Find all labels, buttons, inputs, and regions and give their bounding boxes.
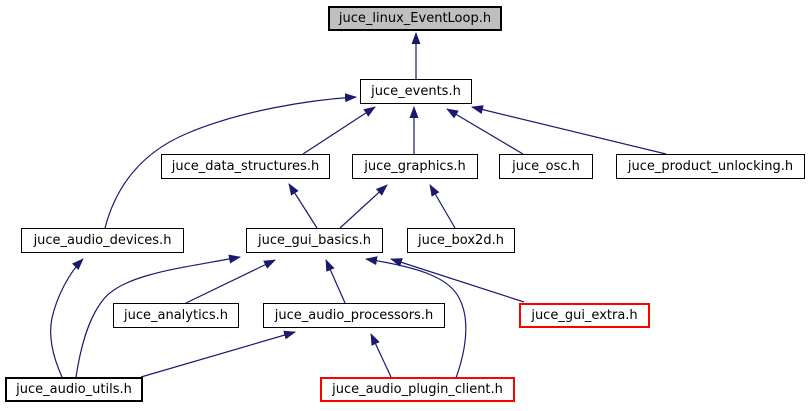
edge-juce_osc-to-juce_events (446, 108, 524, 155)
node-juce-box2d[interactable]: juce_box2d.h (407, 228, 515, 253)
edge-juce_audio_plugin_client-to-juce_audio_processors (370, 333, 392, 378)
edge-juce_analytics-to-juce_gui_basics (185, 259, 276, 304)
node-juce-audio-processors[interactable]: juce_audio_processors.h (263, 303, 445, 328)
node-juce-gui-extra[interactable]: juce_gui_extra.h (519, 303, 650, 328)
node-juce-linux-eventloop: juce_linux_EventLoop.h (328, 6, 502, 31)
node-juce-graphics[interactable]: juce_graphics.h (352, 154, 478, 179)
node-juce-audio-plugin-client[interactable]: juce_audio_plugin_client.h (320, 377, 515, 402)
node-juce-data-structures[interactable]: juce_data_structures.h (161, 154, 330, 179)
edge-juce_audio_devices-to-juce_events (104, 93, 357, 229)
node-juce-analytics[interactable]: juce_analytics.h (113, 303, 239, 328)
node-juce-osc[interactable]: juce_osc.h (499, 154, 593, 179)
node-juce-events[interactable]: juce_events.h (360, 79, 472, 104)
node-juce-gui-basics[interactable]: juce_gui_basics.h (246, 228, 383, 253)
edge-juce_gui_basics-to-juce_data_structures (288, 183, 318, 229)
node-juce-audio-devices[interactable]: juce_audio_devices.h (21, 228, 184, 253)
edge-juce_audio_utils-to-juce_audio_devices (50, 258, 84, 378)
edge-juce_product_unlocking-to-juce_events (471, 105, 667, 155)
edge-juce_box2d-to-juce_graphics (429, 184, 456, 229)
edge-juce_audio_utils-to-juce_audio_processors (140, 330, 296, 378)
edge-juce_audio_utils-to-juce_gui_basics (75, 254, 241, 378)
edge-juce_gui_extra-to-juce_gui_basics (390, 258, 525, 303)
node-juce-product-unlocking[interactable]: juce_product_unlocking.h (616, 154, 805, 179)
edge-juce_audio_processors-to-juce_gui_basics (325, 259, 346, 304)
node-juce-audio-utils[interactable]: juce_audio_utils.h (5, 377, 143, 402)
edge-juce_gui_basics-to-juce_graphics (339, 184, 388, 229)
edge-juce_data_structures-to-juce_events (302, 106, 376, 155)
edge-juce_audio_plugin_client-to-juce_gui_basics (365, 256, 467, 379)
